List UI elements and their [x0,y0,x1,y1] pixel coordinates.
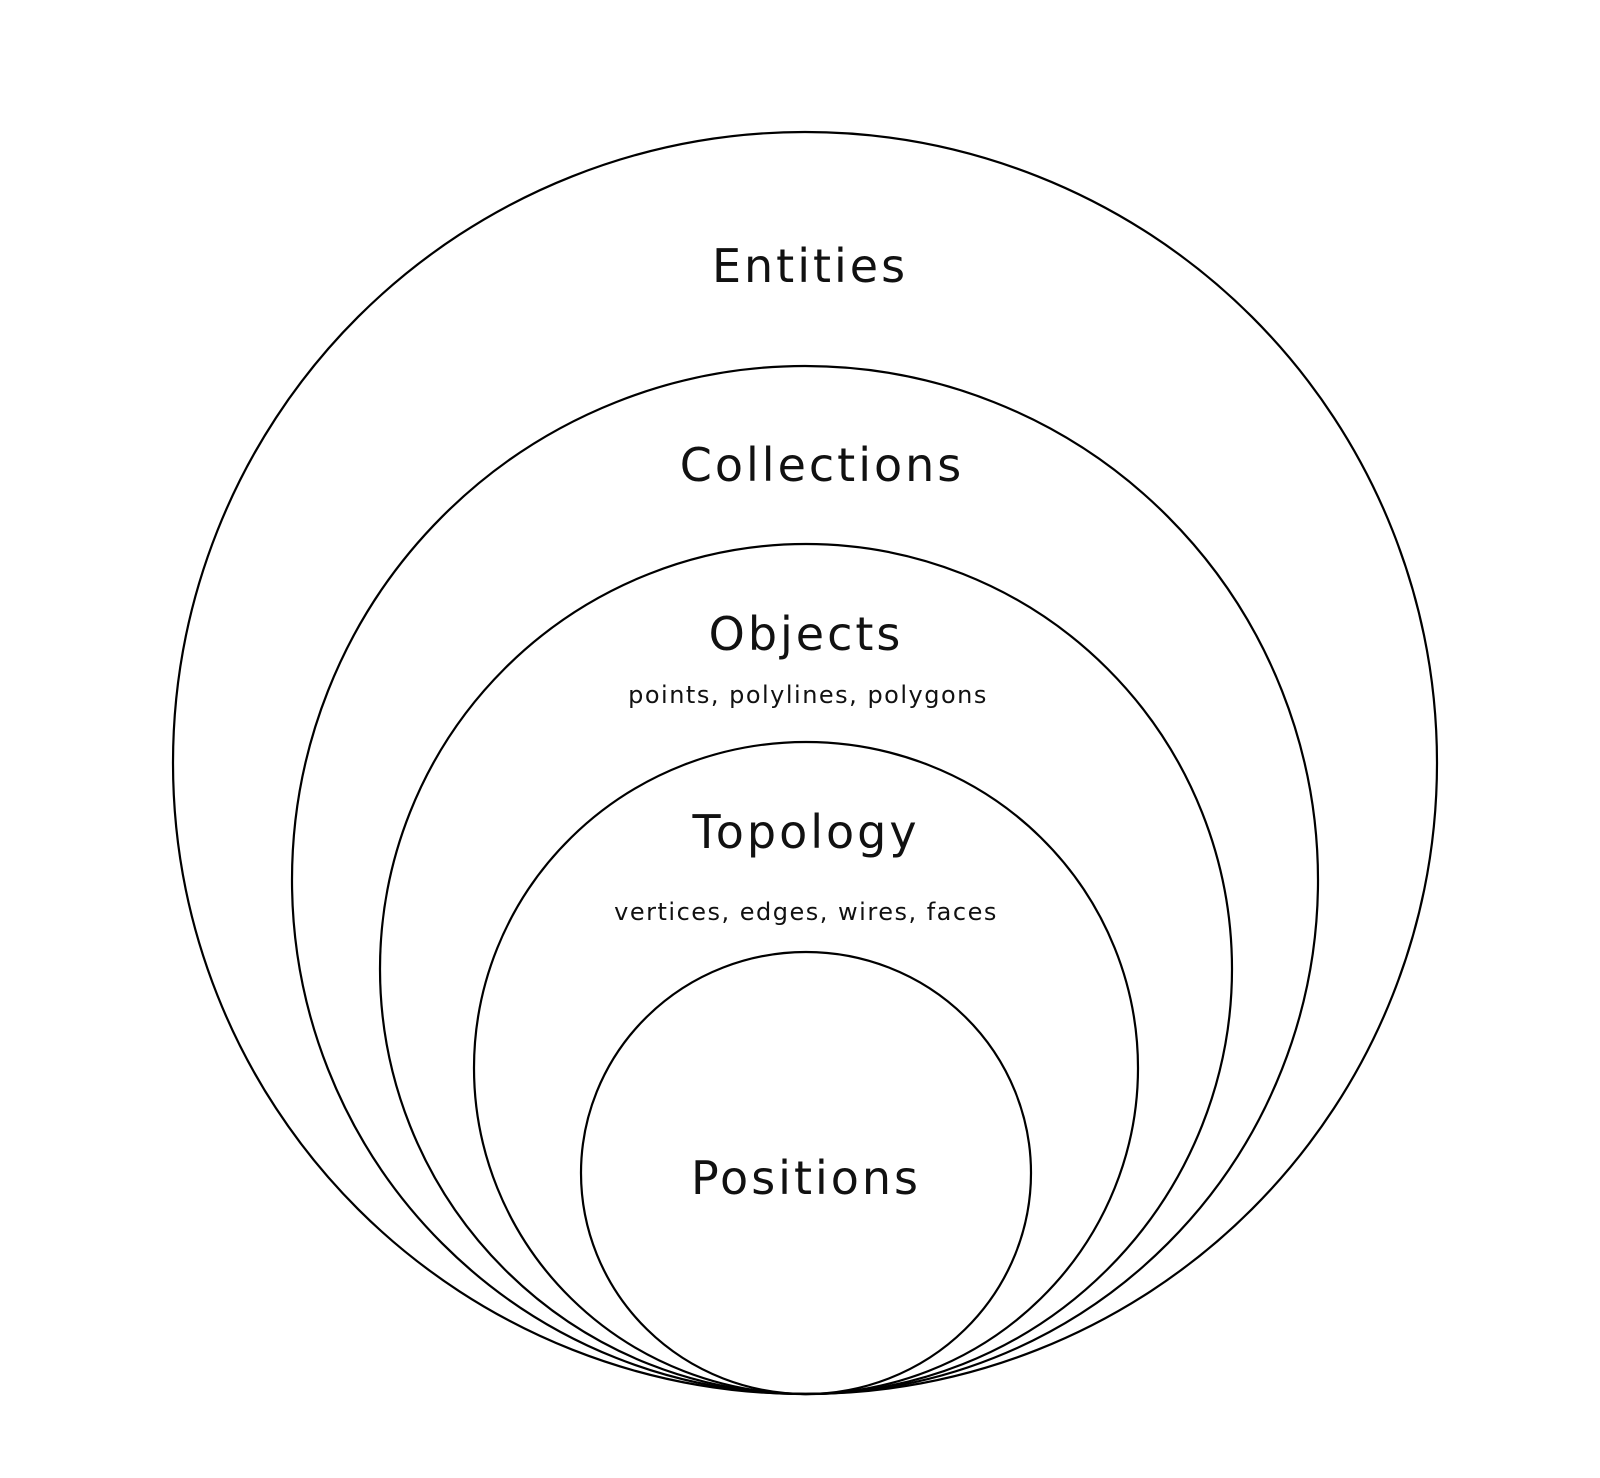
objects-label: Objects [709,607,904,661]
entities-label: Entities [712,239,908,293]
collections-ring [290,364,1320,1396]
positions-label: Positions [691,1151,921,1205]
collections-label: Collections [680,438,965,492]
objects-sublabel: points, polylines, polygons [628,681,988,709]
objects-ring [378,542,1234,1396]
positions-ring [579,950,1033,1396]
topology-sublabel: vertices, edges, wires, faces [614,898,998,926]
topology-label: Topology [691,805,919,859]
